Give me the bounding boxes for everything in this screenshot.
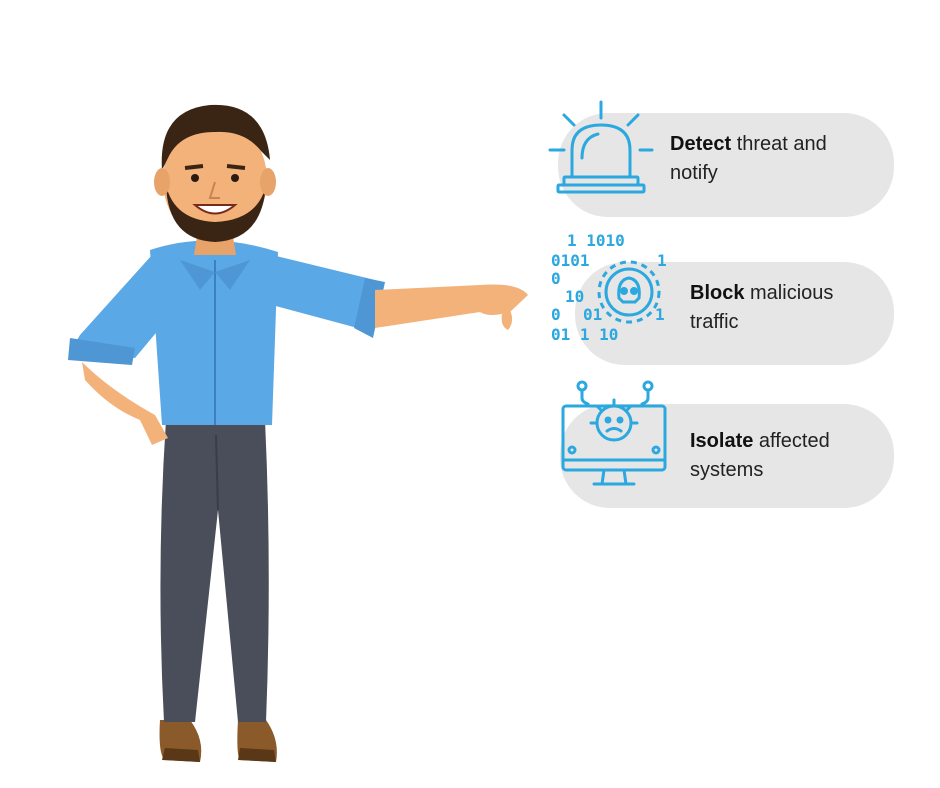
isolate-systems-card: Isolate affected systems xyxy=(560,404,894,508)
svg-text:01: 01 xyxy=(583,305,602,324)
presenter-character-illustration xyxy=(40,90,540,780)
svg-text:1: 1 xyxy=(655,305,665,324)
svg-text:1 1010: 1 1010 xyxy=(567,231,625,250)
svg-text:0: 0 xyxy=(551,269,561,288)
detect-threat-text: Detect threat and notify xyxy=(670,133,827,184)
block-traffic-text: Block malicious traffic xyxy=(690,282,834,333)
binary-skull-icon: 1 1010 0101 1 0 10 0 01 1 01 1 10 xyxy=(547,228,677,348)
svg-text:01 1 10: 01 1 10 xyxy=(551,325,618,344)
svg-text:0101: 0101 xyxy=(551,251,590,270)
alarm-siren-icon xyxy=(548,98,654,196)
svg-text:10: 10 xyxy=(565,287,584,306)
monitor-virus-icon xyxy=(558,378,670,493)
svg-text:1: 1 xyxy=(657,251,667,270)
detect-threat-card: Detect threat and notify xyxy=(558,113,894,217)
svg-text:0: 0 xyxy=(551,305,561,324)
isolate-systems-text: Isolate affected systems xyxy=(690,430,830,481)
